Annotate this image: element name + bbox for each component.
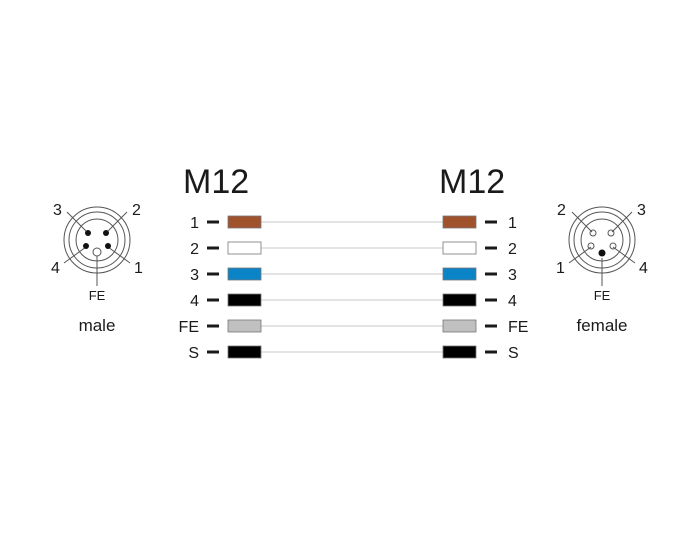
wire-2-right-label: 2 bbox=[508, 241, 517, 258]
female-socket-4 bbox=[609, 242, 617, 250]
male-pin-number-2: 2 bbox=[132, 202, 141, 219]
female-pin-number-4: 4 bbox=[639, 260, 648, 277]
wire-3-right-swatch bbox=[442, 267, 477, 281]
male-pin4-leader bbox=[63, 246, 87, 264]
wire-s-right-swatch bbox=[442, 345, 477, 359]
left-connector-title: M12 bbox=[183, 163, 249, 201]
male-pin2-leader bbox=[106, 211, 128, 233]
wire-1-left-label: 1 bbox=[190, 215, 199, 232]
male-pin-number-1: 1 bbox=[134, 260, 143, 277]
male-connector-label: male bbox=[79, 316, 116, 335]
male-pin-1 bbox=[105, 243, 111, 249]
male-pin-4 bbox=[83, 243, 89, 249]
female-pin-number-3: 3 bbox=[637, 202, 646, 219]
female-socket-1 bbox=[587, 242, 595, 250]
female-connector-label: female bbox=[576, 316, 627, 335]
female-pin1-leader bbox=[568, 246, 592, 264]
wire-fe-left-swatch bbox=[227, 319, 262, 333]
wire-2-left-swatch bbox=[227, 241, 262, 255]
wire-4-right-label: 4 bbox=[508, 293, 517, 310]
wire-4-left-label: 4 bbox=[190, 293, 199, 310]
wire-1-left-swatch bbox=[227, 215, 262, 229]
right-connector-title: M12 bbox=[439, 163, 505, 201]
male-fe-label: FE bbox=[89, 288, 106, 303]
male-pin3-leader bbox=[66, 211, 88, 233]
female-connector-face: 2 3 1 4 FE female bbox=[556, 202, 648, 335]
male-pin-3 bbox=[85, 230, 91, 236]
female-pin3-leader bbox=[611, 211, 633, 233]
wire-1-right-swatch bbox=[442, 215, 477, 229]
wire-fe-right-label: FE bbox=[508, 319, 528, 336]
female-pin2-leader bbox=[571, 211, 593, 233]
wire-s-left-swatch bbox=[227, 345, 262, 359]
female-pin-number-1: 1 bbox=[556, 260, 565, 277]
wire-4-right-swatch bbox=[442, 293, 477, 307]
female-fe-label: FE bbox=[594, 288, 611, 303]
male-pin-number-4: 4 bbox=[51, 260, 60, 277]
wire-fe-right-swatch bbox=[442, 319, 477, 333]
wire-2-left-label: 2 bbox=[190, 241, 199, 258]
male-pin-fe bbox=[92, 247, 102, 257]
wire-2-right-swatch bbox=[442, 241, 477, 255]
female-pin4-leader bbox=[612, 246, 636, 264]
wire-1-right-label: 1 bbox=[508, 215, 517, 232]
wire-s-left-label: S bbox=[188, 345, 199, 362]
female-pin-number-2: 2 bbox=[557, 202, 566, 219]
female-socket-2 bbox=[589, 229, 597, 237]
male-pin-2 bbox=[103, 230, 109, 236]
wire-rows: 1 1 2 2 3 3 4 4FE FE S S bbox=[179, 215, 529, 362]
wire-3-left-swatch bbox=[227, 267, 262, 281]
male-pin1-leader bbox=[107, 246, 131, 264]
male-pin-number-3: 3 bbox=[53, 202, 62, 219]
male-connector-face: 3 2 4 1 FE male bbox=[51, 202, 143, 335]
wire-fe-left-label: FE bbox=[179, 319, 199, 336]
male-inner-ring bbox=[75, 218, 119, 262]
wire-3-left-label: 3 bbox=[190, 267, 199, 284]
female-socket-fe bbox=[598, 249, 606, 257]
wire-4-left-swatch bbox=[227, 293, 262, 307]
wire-3-right-label: 3 bbox=[508, 267, 517, 284]
female-socket-3 bbox=[607, 229, 615, 237]
wire-s-right-label: S bbox=[508, 345, 519, 362]
